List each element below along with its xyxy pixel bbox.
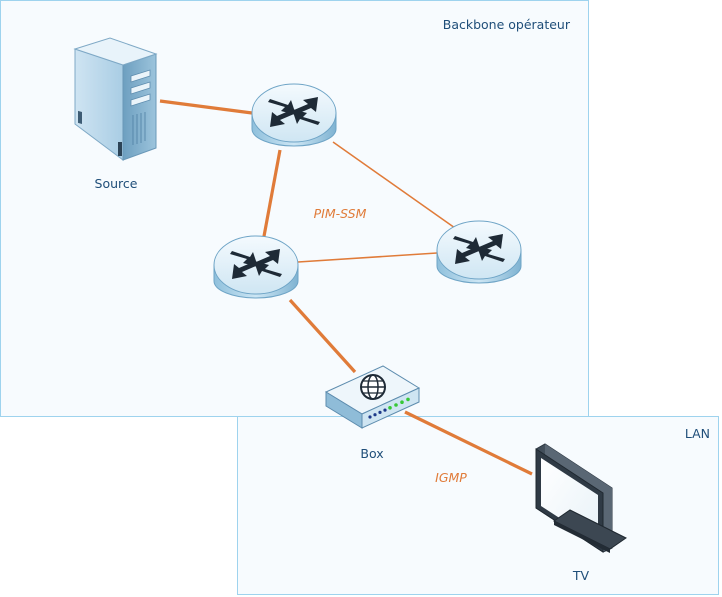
server-icon [73, 37, 158, 161]
monitor-icon [535, 443, 627, 553]
link-router-mid-box [288, 298, 357, 374]
tv-node[interactable]: TV [535, 443, 627, 583]
protocol-label-igmp: IGMP [435, 470, 467, 485]
link-box-tv [404, 410, 533, 476]
tv-label: TV [572, 568, 590, 583]
router-icon [213, 235, 299, 299]
modem-icon [324, 365, 421, 429]
zone-backbone-label: Backbone opérateur [443, 17, 571, 32]
box-node[interactable]: Box [324, 365, 421, 461]
link-router-top-router-right [332, 141, 456, 229]
router-top[interactable] [251, 83, 337, 147]
router-icon [251, 83, 337, 147]
box-label: Box [360, 446, 383, 461]
router-mid[interactable] [213, 235, 299, 299]
protocol-label-pim: PIM-SSM [314, 206, 367, 221]
link-router-mid-router-right [297, 252, 438, 263]
source-node[interactable]: Source [73, 36, 158, 191]
link-router-top-router-mid [260, 149, 282, 248]
source-label: Source [95, 176, 138, 191]
zone-lan [237, 416, 719, 595]
router-icon [436, 220, 522, 284]
zone-lan-label: LAN [685, 426, 710, 441]
links [159, 99, 533, 476]
router-right[interactable] [436, 220, 522, 284]
link-source-router-top [159, 99, 253, 115]
